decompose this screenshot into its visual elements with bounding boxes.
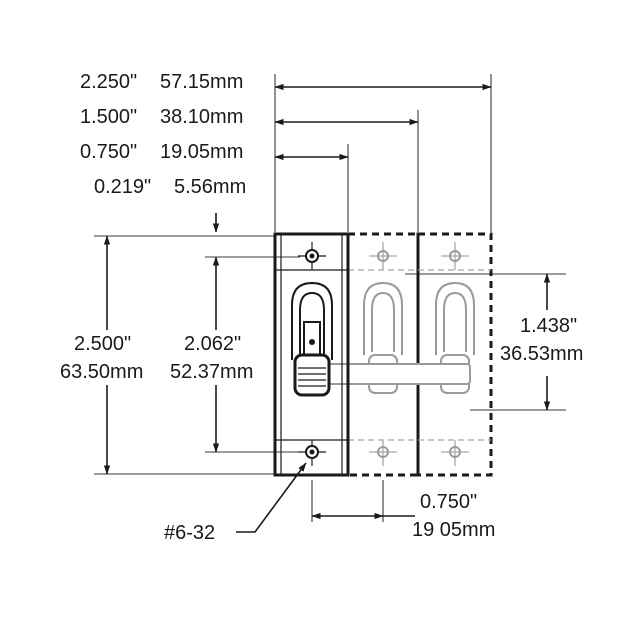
dim-mount-mm: 52.37mm — [170, 361, 253, 383]
dimension-0219: 0.219" 5.56mm — [94, 176, 246, 233]
dim-handle-in: 1.438" — [520, 315, 577, 337]
dim-0750-mm: 19.05mm — [160, 141, 243, 163]
dim-1500-mm: 38.10mm — [160, 106, 243, 128]
dimension-2500-height: 2.500" 63.50mm — [60, 235, 143, 475]
dimension-0750-top: 0.750" 19.05mm — [80, 141, 349, 163]
dim-pitch-mm: 19 05mm — [412, 519, 495, 541]
dim-2250-mm: 57.15mm — [160, 71, 243, 93]
dim-handle-mm: 36.53mm — [500, 343, 583, 365]
screw-callout: #6-32 — [164, 462, 307, 544]
ghost-breaker-2 — [346, 232, 420, 477]
dimension-2250: 2.250" 57.15mm — [80, 71, 492, 93]
dim-pitch-in: 0.750" — [420, 491, 477, 513]
dimension-2062-mount: 2.062" 52.37mm — [170, 256, 253, 453]
screw-label: #6-32 — [164, 522, 215, 544]
main-handle-cap — [293, 353, 331, 397]
main-breaker — [273, 232, 350, 477]
ghost-breaker-3 — [416, 232, 493, 477]
dim-0219-mm: 5.56mm — [174, 176, 246, 198]
dim-mount-in: 2.062" — [184, 333, 241, 355]
handle-tie-bar — [321, 363, 471, 385]
dim-height-mm: 63.50mm — [60, 361, 143, 383]
dimension-0750-pitch: 0.750" 19 05mm — [311, 480, 495, 541]
left-extension-lines — [94, 235, 300, 475]
dimension-1500: 1.500" 38.10mm — [80, 106, 419, 128]
dimension-1438-handle: 1.438" 36.53mm — [405, 273, 583, 411]
dim-height-in: 2.500" — [74, 333, 131, 355]
dim-2250-in: 2.250" — [80, 71, 137, 93]
dim-1500-in: 1.500" — [80, 106, 137, 128]
dim-0750-in: 0.750" — [80, 141, 137, 163]
dim-0219-in: 0.219" — [94, 176, 151, 198]
top-extension-lines — [274, 74, 492, 232]
